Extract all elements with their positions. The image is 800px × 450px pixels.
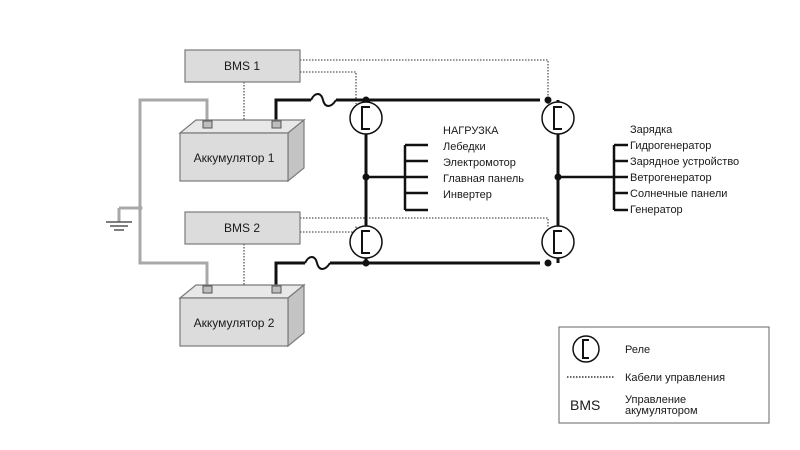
load-group: НАГРУЗКА Лебедки Электромотор Главная па…	[443, 125, 524, 201]
relay-load-2-icon	[349, 225, 383, 259]
ground-wiring	[117, 98, 209, 287]
legend-relay-icon	[572, 335, 600, 363]
battery-1: Аккумулятор 1	[178, 118, 306, 183]
battery-2-label: Аккумулятор 2	[194, 316, 275, 330]
charging-item: Генератор	[630, 204, 683, 216]
relay-charge-1-icon	[541, 101, 575, 135]
legend-bms-desc-line1: Управление	[625, 394, 686, 406]
bms-2-label: BMS 2	[224, 221, 260, 235]
charging-item: Зарядное устройство	[630, 156, 739, 168]
bms-1-box: BMS 1	[184, 49, 301, 83]
load-item: Инвертер	[443, 189, 492, 201]
legend: Реле Кабели управления BMS Управление ак…	[558, 326, 770, 424]
terminal-negative-icon	[202, 285, 213, 294]
load-title: НАГРУЗКА	[443, 125, 499, 137]
relay-charge-2-icon	[541, 225, 575, 259]
control-cables	[243, 59, 549, 285]
battery-2: Аккумулятор 2	[178, 283, 306, 348]
battery-1-label: Аккумулятор 1	[194, 151, 275, 165]
charging-group: Зарядка Гидрогенератор Зарядное устройст…	[630, 124, 739, 216]
charging-item: Гидрогенератор	[630, 140, 711, 152]
fuse-2-icon	[304, 256, 331, 270]
legend-control-cable-label: Кабели управления	[625, 372, 725, 384]
ground-junction	[137, 205, 143, 211]
charging-item: Ветрогенератор	[630, 172, 712, 184]
load-bracket	[366, 143, 428, 212]
legend-bms-symbol: BMS	[570, 397, 600, 413]
charging-item: Солнечные панели	[630, 188, 727, 200]
charging-title: Зарядка	[630, 124, 673, 136]
bms-1-label: BMS 1	[224, 59, 260, 73]
charging-bracket	[558, 143, 628, 212]
terminal-positive-icon	[271, 285, 282, 294]
fuse-1-icon	[310, 93, 337, 107]
load-item: Лебедки	[443, 141, 486, 153]
legend-bms-desc-line2: акумулятором	[625, 405, 698, 417]
load-item: Главная панель	[443, 173, 524, 185]
relay-load-1-icon	[349, 101, 383, 135]
terminal-positive-icon	[271, 120, 282, 129]
ground-symbol-icon	[106, 221, 132, 231]
bms-2-box: BMS 2	[184, 211, 301, 245]
legend-relay-label: Реле	[625, 344, 650, 356]
terminal-negative-icon	[202, 120, 213, 129]
load-item: Электромотор	[443, 157, 516, 169]
